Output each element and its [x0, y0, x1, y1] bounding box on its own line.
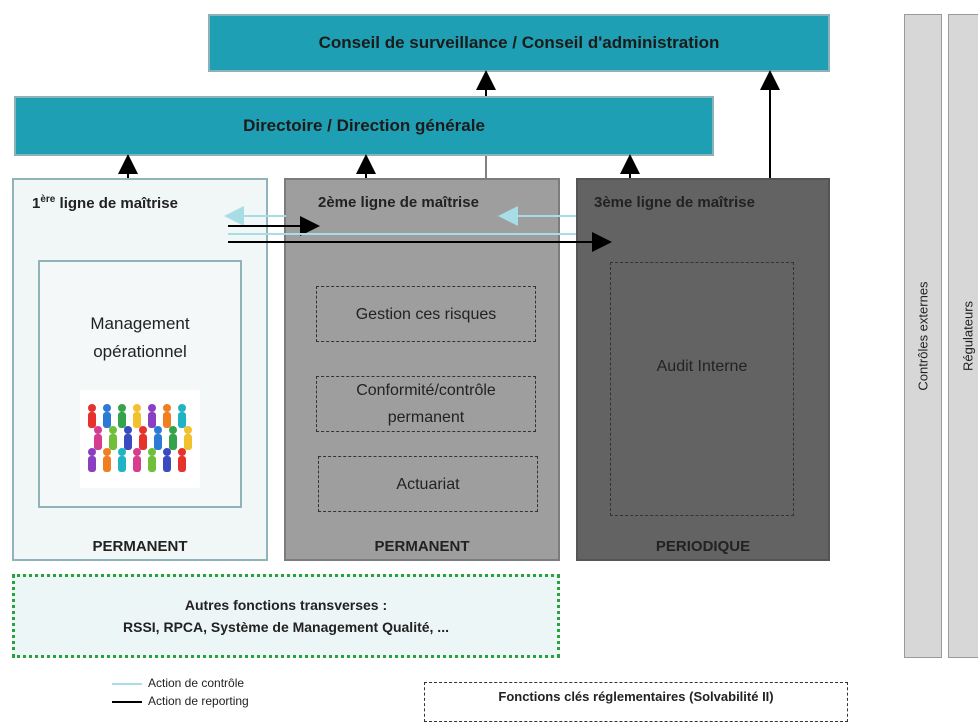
line-2-footer: PERMANENT: [374, 538, 470, 555]
transverse-functions-title: Autres fonctions transverses :: [184, 597, 388, 613]
risk-management-box: Gestion ces risques: [316, 286, 536, 342]
line-1-title: 1ère ligne de maîtrise: [32, 194, 178, 212]
board-label: Conseil de surveillance / Conseil d'admi…: [318, 33, 720, 52]
line-1-footer: PERMANENT: [92, 538, 188, 555]
operational-management-box: Management opérationnel: [38, 260, 242, 508]
external-controls-bar: Contrôles externes: [904, 14, 942, 658]
legend-control: Action de contrôle: [112, 676, 244, 690]
line-1-column: 1ère ligne de maîtrise Management opérat…: [12, 178, 268, 561]
control-arrow-icon: [112, 682, 142, 685]
actuarial-box: Actuariat: [318, 456, 538, 512]
internal-audit-box: Audit Interne: [610, 262, 794, 516]
line-2-title: 2ème ligne de maîtrise: [318, 194, 479, 211]
transverse-functions-list: RSSI, RPCA, Système de Management Qualit…: [123, 619, 449, 635]
operational-management-label-1: Management: [90, 314, 190, 333]
line-3-footer: PERIODIQUE: [655, 538, 751, 555]
management-label: Directoire / Direction générale: [243, 116, 485, 135]
line-3-column: 3ème ligne de maîtrise Audit Interne PER…: [576, 178, 830, 561]
people-crowd-icon: [80, 390, 200, 488]
line-3-title: 3ème ligne de maîtrise: [594, 194, 755, 211]
compliance-box: Conformité/contrôle permanent: [316, 376, 536, 432]
regulators-bar: Régulateurs: [948, 14, 978, 658]
operational-management-label-2: opérationnel: [93, 342, 187, 361]
legend-reporting: Action de reporting: [112, 694, 249, 708]
transverse-functions-box: Autres fonctions transverses : RSSI, RPC…: [12, 574, 560, 658]
board-box: Conseil de surveillance / Conseil d'admi…: [208, 14, 830, 72]
reporting-arrow-icon: [112, 700, 142, 703]
